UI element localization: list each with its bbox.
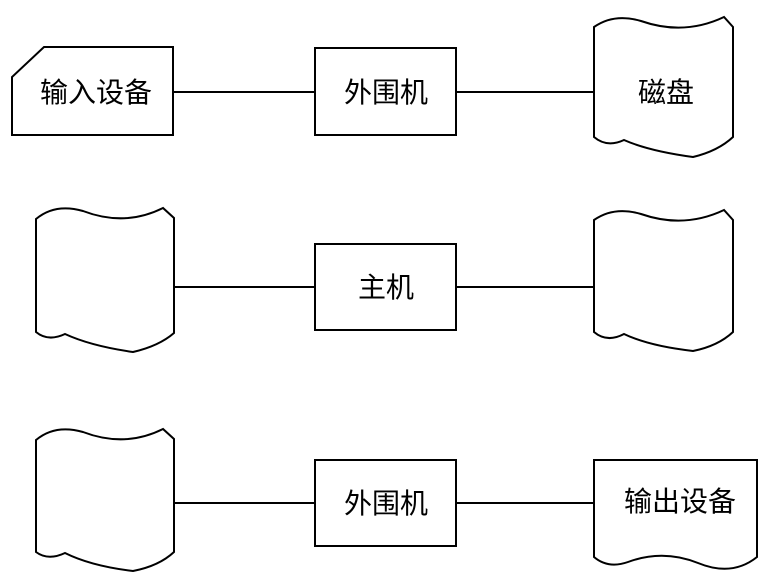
disk-1-label: 磁盘 [638, 76, 694, 109]
left-disk-2-shape [35, 206, 175, 354]
row-2: 主机 [35, 206, 734, 354]
row-3: 外围机 输出设备 [35, 427, 758, 573]
right-disk-2-shape [593, 208, 734, 353]
output-device-shape [593, 459, 758, 570]
output-device-label: 输出设备 [624, 485, 736, 518]
peripheral-machine-1-label: 外围机 [344, 76, 428, 109]
peripheral-machine-1-box [314, 47, 457, 136]
input-device-label: 输入设备 [40, 76, 152, 109]
input-device-shape [11, 46, 174, 136]
host-box [314, 243, 457, 331]
row-1: 输入设备 外围机 磁盘 [11, 15, 734, 159]
disk-1-shape [593, 15, 734, 159]
host-label: 主机 [358, 271, 414, 304]
peripheral-machine-2-box [314, 459, 457, 547]
left-disk-3-shape [35, 427, 175, 573]
peripheral-machine-2-label: 外围机 [344, 487, 428, 520]
